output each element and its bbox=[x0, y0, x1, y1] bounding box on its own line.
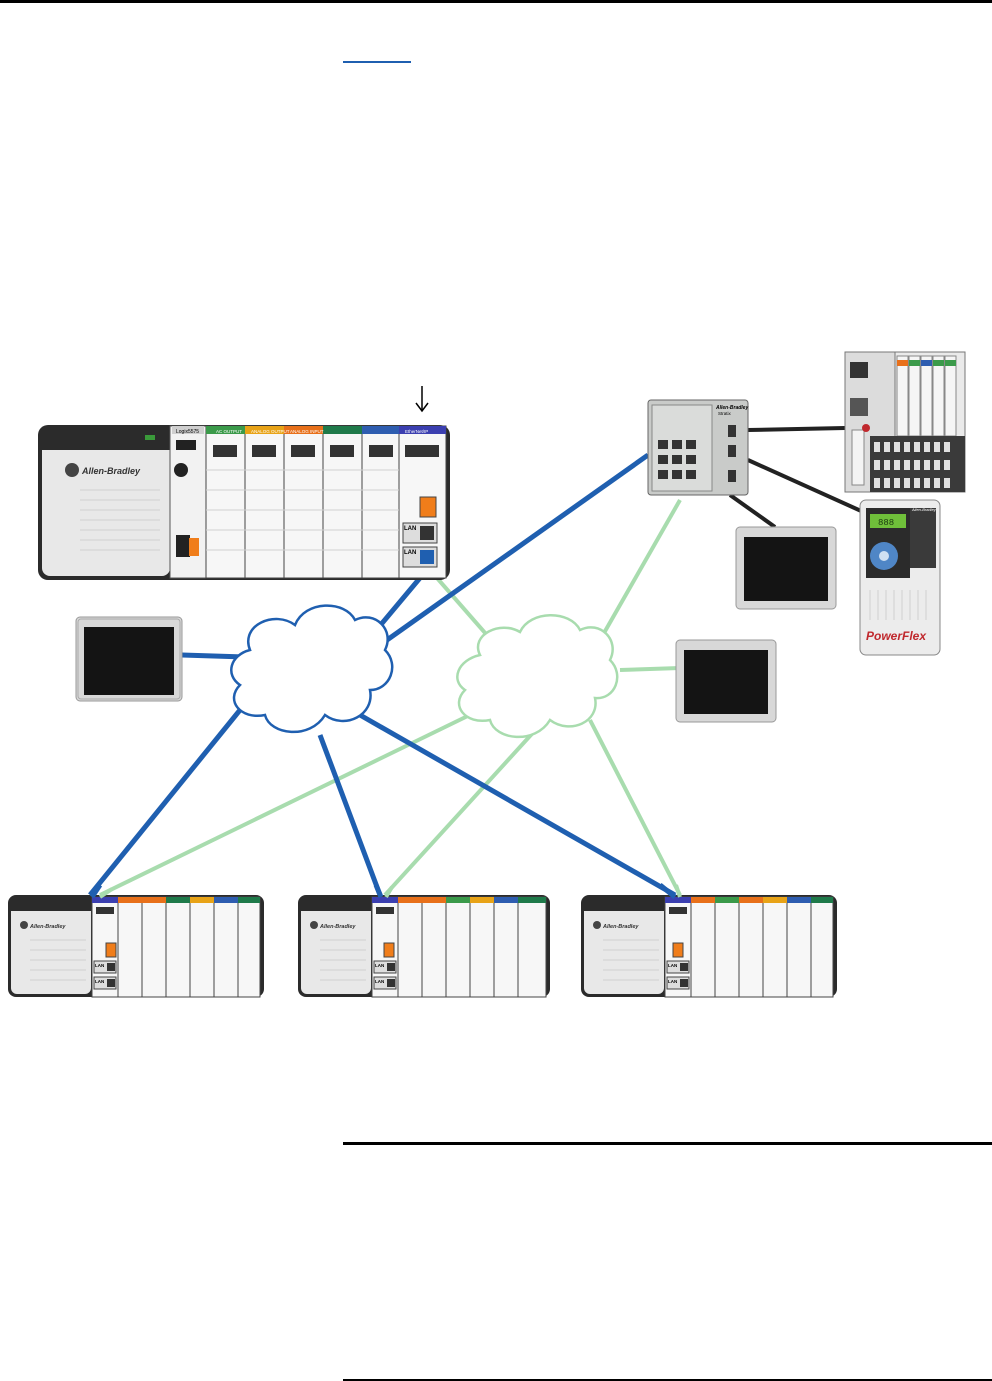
main-lan-port-2-label: LAN bbox=[404, 550, 416, 556]
remote-chassis-2-lan-2: LAN bbox=[375, 979, 384, 984]
module-label-1: ANALOG OUTPUT bbox=[251, 429, 290, 434]
remote-chassis-1-lan-1: LAN bbox=[95, 963, 104, 968]
device-links bbox=[728, 426, 871, 529]
primary-network-cloud bbox=[230, 604, 394, 734]
section-rule-top bbox=[343, 1142, 992, 1145]
main-lan-port-1-label: LAN bbox=[404, 526, 416, 532]
ethernet-switch: Allen-Bradley Stratix bbox=[647, 399, 749, 496]
section-rule-bottom bbox=[343, 1379, 992, 1381]
primary-network-links bbox=[88, 452, 677, 898]
module-label-5: EtherNet/IP bbox=[405, 429, 428, 434]
remote-chassis-2-brand: Allen-Bradley bbox=[319, 924, 356, 930]
main-chassis-brand: Allen-Bradley bbox=[81, 466, 141, 476]
module-label-0: AC OUTPUT bbox=[216, 429, 242, 434]
secondary-network-cloud bbox=[456, 614, 619, 739]
main-controller-chassis: Allen-Bradley Logix5575 A bbox=[38, 425, 450, 580]
remote-chassis-3: Allen-Bradley LAN LAN bbox=[581, 895, 837, 998]
switch-model: Stratix bbox=[718, 411, 732, 416]
module-label-2: ANALOG INPUT bbox=[290, 429, 324, 434]
figure-reference-link[interactable] bbox=[343, 61, 411, 63]
drive-display: 888 bbox=[878, 518, 894, 528]
remote-chassis-2-lan-1: LAN bbox=[375, 963, 384, 968]
remote-chassis-2: Allen-Bradley LAN LAN bbox=[298, 895, 550, 998]
remote-chassis-1-lan-2: LAN bbox=[95, 979, 104, 984]
switch-brand: Allen-Bradley bbox=[715, 405, 748, 411]
drive-brand: Allen-Bradley bbox=[911, 507, 937, 512]
remote-chassis-1: Allen-Bradley LAN LAN bbox=[8, 895, 264, 998]
allen-bradley-logo-icon bbox=[65, 463, 79, 477]
distributed-io-adapter bbox=[844, 351, 966, 493]
hmi-panel-upper-right bbox=[735, 526, 837, 610]
pointer-arrow bbox=[415, 386, 429, 413]
hmi-panel-left bbox=[75, 616, 183, 702]
powerflex-drive: Allen-Bradley 888 PowerFlex bbox=[859, 499, 941, 656]
secondary-network-links bbox=[99, 499, 682, 897]
remote-chassis-3-lan-1: LAN bbox=[668, 963, 677, 968]
header-rule bbox=[0, 0, 992, 3]
network-diagram: Allen-Bradley Logix5575 A bbox=[8, 351, 966, 998]
hmi-panel-lower-right bbox=[675, 639, 777, 723]
remote-chassis-3-brand: Allen-Bradley bbox=[602, 924, 639, 930]
remote-chassis-1-brand: Allen-Bradley bbox=[29, 924, 66, 930]
drive-product-label: PowerFlex bbox=[866, 629, 927, 643]
remote-chassis-3-lan-2: LAN bbox=[668, 979, 677, 984]
controller-label: Logix5575 bbox=[176, 429, 199, 435]
